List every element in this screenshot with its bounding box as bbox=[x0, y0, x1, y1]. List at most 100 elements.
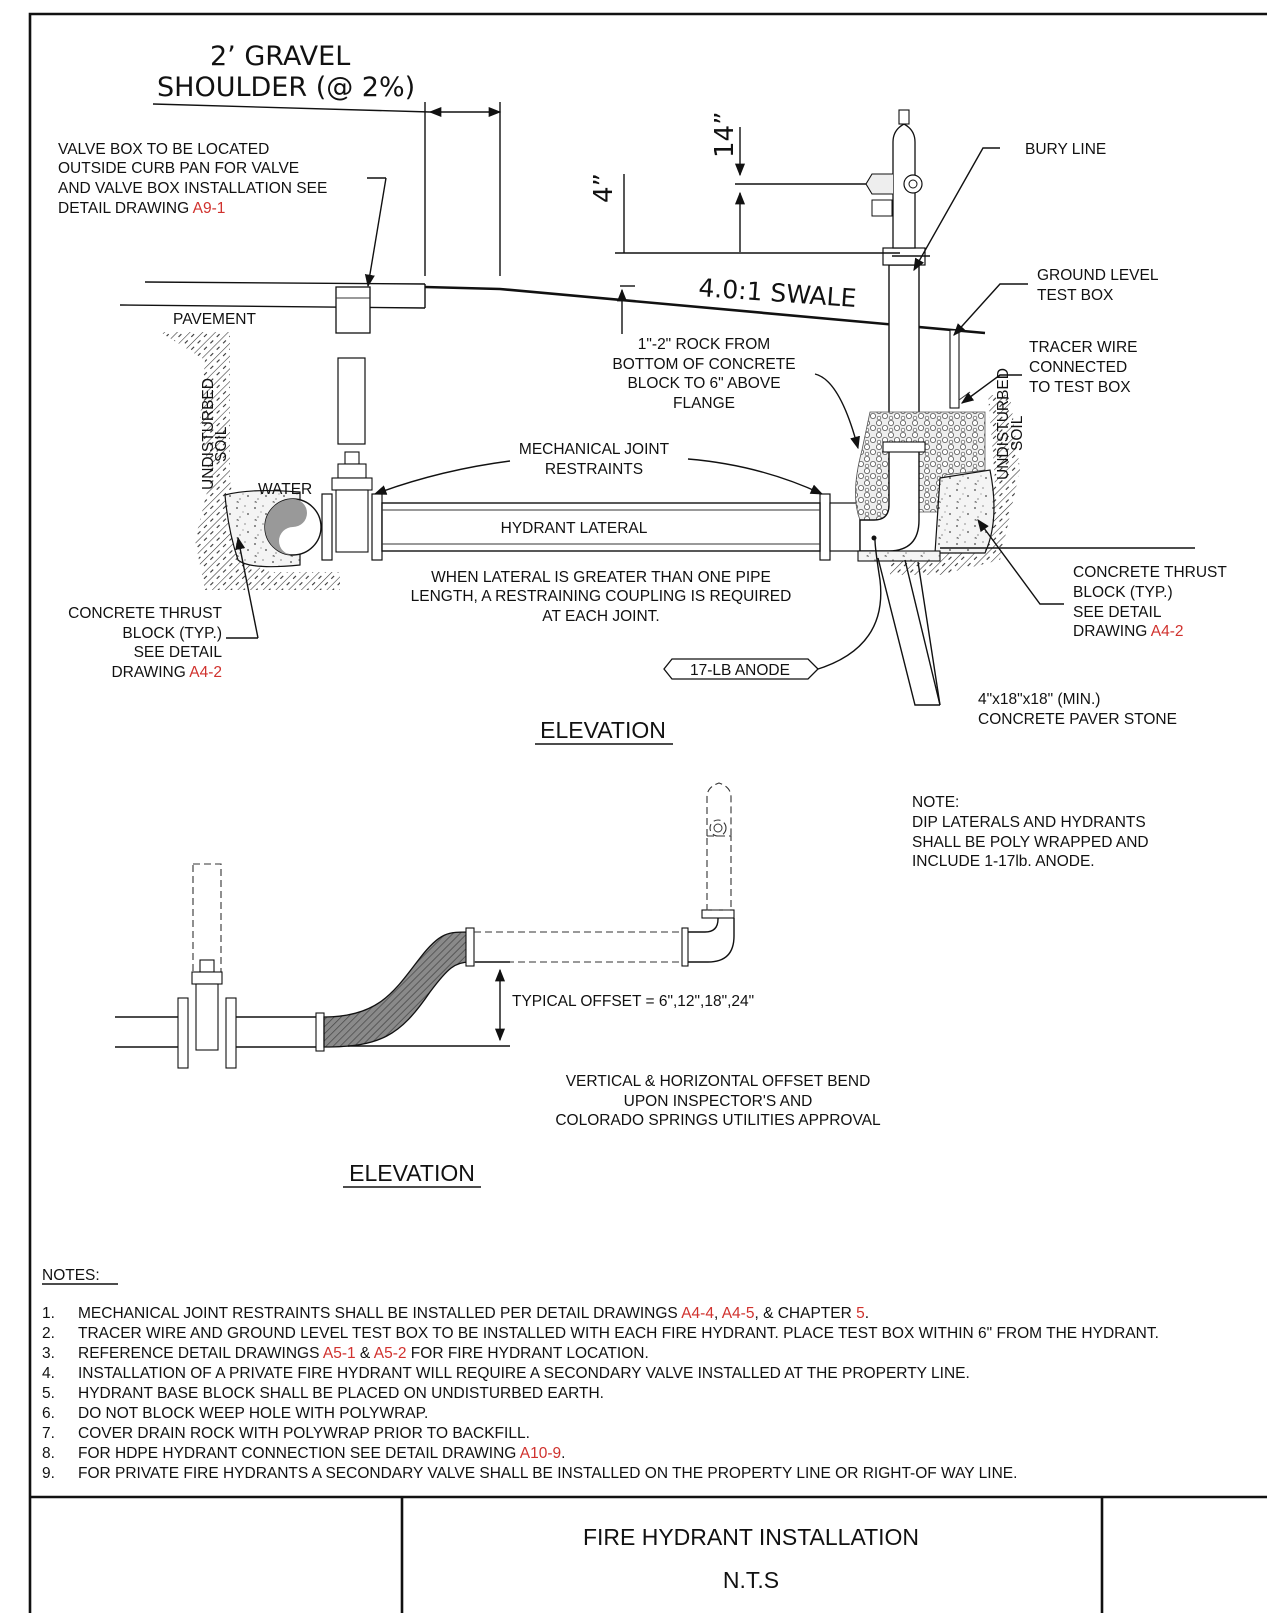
drawing-title: FIRE HYDRANT INSTALLATION bbox=[583, 1524, 919, 1550]
valve-box-note-2: OUTSIDE CURB PAN FOR VALVE bbox=[58, 160, 299, 177]
note-7: COVER DRAIN ROCK WITH POLYWRAP PRIOR TO … bbox=[78, 1425, 530, 1442]
dim-4-in: 4” bbox=[589, 173, 619, 203]
tracer-wire-label-1: TRACER WIRE bbox=[1029, 339, 1138, 356]
water-label: WATER bbox=[258, 481, 312, 498]
lateral-note-3: AT EACH JOINT. bbox=[542, 608, 659, 625]
ref-a4-4[interactable]: A4-4 bbox=[681, 1305, 714, 1322]
tracer-wire-label-3: TO TEST BOX bbox=[1029, 379, 1131, 396]
thrust-left-1: CONCRETE THRUST bbox=[68, 605, 222, 622]
valve-box-note-4: DETAIL DRAWING A9-1 bbox=[58, 200, 225, 217]
ref-chapter-5[interactable]: 5 bbox=[856, 1305, 865, 1322]
rock-note-3: BLOCK TO 6" ABOVE bbox=[627, 375, 780, 392]
mj-restraints-label-2: RESTRAINTS bbox=[545, 461, 643, 478]
gate-valve bbox=[335, 489, 369, 553]
hydrant-lateral-label: HYDRANT LATERAL bbox=[501, 520, 648, 537]
anode-connection bbox=[871, 535, 877, 541]
note-9: FOR PRIVATE FIRE HYDRANTS A SECONDARY VA… bbox=[78, 1465, 1017, 1482]
lower-elevation-title: ELEVATION bbox=[349, 1160, 475, 1186]
paver-stone bbox=[857, 550, 941, 562]
valve-riser bbox=[337, 357, 366, 445]
lateral-note-2: LENGTH, A RESTRAINING COUPLING IS REQUIR… bbox=[411, 588, 792, 605]
ref-a4-5[interactable]: A4-5 bbox=[722, 1305, 755, 1322]
ref-a5-1[interactable]: A5-1 bbox=[323, 1345, 356, 1362]
sheet-border bbox=[28, 12, 1267, 1613]
undisturbed-soil-left-label-1: UNDISTURBED bbox=[200, 378, 217, 490]
mj-restraints-label-1: MECHANICAL JOINT bbox=[519, 441, 670, 458]
undisturbed-soil-left-label-2: SOIL bbox=[213, 426, 230, 462]
note-8: FOR HDPE HYDRANT CONNECTION SEE DETAIL D… bbox=[78, 1445, 565, 1462]
note-1-number: 1. bbox=[42, 1305, 55, 1322]
paver-stone-label-1: 4"x18"x18" (MIN.) bbox=[978, 691, 1100, 708]
swale-ground-line bbox=[424, 285, 986, 335]
offset-bend bbox=[323, 931, 471, 1048]
valve-box-note-1: VALVE BOX TO BE LOCATED bbox=[58, 141, 269, 158]
ref-a4-2-left[interactable]: A4-2 bbox=[189, 664, 222, 681]
poly-note-4: INCLUDE 1-17lb. ANODE. bbox=[912, 853, 1095, 870]
note-2: TRACER WIRE AND GROUND LEVEL TEST BOX TO… bbox=[78, 1325, 1159, 1342]
thrust-right-4: DRAWING A4-2 bbox=[1073, 623, 1184, 640]
title-block bbox=[30, 1495, 1267, 1613]
note-9-number: 9. bbox=[42, 1465, 55, 1482]
bury-line-label: BURY LINE bbox=[1025, 141, 1106, 158]
tracer-wire-label-2: CONNECTED bbox=[1029, 359, 1127, 376]
poly-note-2: DIP LATERALS AND HYDRANTS bbox=[912, 814, 1146, 831]
note-4-number: 4. bbox=[42, 1365, 55, 1382]
thrust-right-1: CONCRETE THRUST bbox=[1073, 564, 1227, 581]
rock-note-1: 1"-2" ROCK FROM bbox=[638, 336, 770, 353]
valve-box-note-3: AND VALVE BOX INSTALLATION SEE bbox=[58, 180, 327, 197]
drawing-scale: N.T.S bbox=[723, 1567, 779, 1593]
typical-offset-label: TYPICAL OFFSET = 6",12",18",24" bbox=[512, 993, 754, 1010]
rock-note-2: BOTTOM OF CONCRETE bbox=[612, 356, 795, 373]
upper-elevation-drawing bbox=[119, 102, 1195, 706]
poly-note-3: SHALL BE POLY WRAPPED AND bbox=[912, 834, 1149, 851]
rock-note-4: FLANGE bbox=[673, 395, 735, 412]
note-5: HYDRANT BASE BLOCK SHALL BE PLACED ON UN… bbox=[78, 1385, 604, 1402]
offset-bend-note-2: UPON INSPECTOR'S AND bbox=[624, 1093, 813, 1110]
hydrant-lateral-pipe bbox=[381, 502, 821, 552]
poly-note-1: NOTE: bbox=[912, 794, 959, 811]
lateral-note-1: WHEN LATERAL IS GREATER THAN ONE PIPE bbox=[431, 569, 771, 586]
pavement-label: PAVEMENT bbox=[173, 311, 256, 328]
thrust-left-2: BLOCK (TYP.) bbox=[122, 625, 222, 642]
ground-level-test-box bbox=[949, 329, 960, 409]
ground-test-box-label-1: GROUND LEVEL bbox=[1037, 267, 1159, 284]
offset-bend-note-1: VERTICAL & HORIZONTAL OFFSET BEND bbox=[566, 1073, 871, 1090]
note-2-number: 2. bbox=[42, 1325, 55, 1342]
thrust-right-2: BLOCK (TYP.) bbox=[1073, 584, 1173, 601]
thrust-left-4: DRAWING A4-2 bbox=[111, 664, 222, 681]
note-8-number: 8. bbox=[42, 1445, 55, 1462]
note-4: INSTALLATION OF A PRIVATE FIRE HYDRANT W… bbox=[78, 1365, 970, 1382]
note-5-number: 5. bbox=[42, 1385, 55, 1402]
shoulder-line bbox=[152, 103, 431, 113]
offset-bend-note-3: COLORADO SPRINGS UTILITIES APPROVAL bbox=[555, 1112, 881, 1129]
upper-elevation-title: ELEVATION bbox=[540, 717, 666, 743]
gravel-shoulder-label: 2’ GRAVEL bbox=[210, 41, 350, 72]
thrust-left-3: SEE DETAIL bbox=[134, 644, 223, 661]
lower-elevation-drawing bbox=[115, 782, 735, 1069]
notes-heading: NOTES: bbox=[42, 1267, 100, 1284]
undisturbed-soil-right-label-1: UNDISTURBED bbox=[995, 368, 1012, 480]
thrust-right-3: SEE DETAIL bbox=[1073, 604, 1162, 621]
ground-test-box-label-2: TEST BOX bbox=[1037, 287, 1114, 304]
valve-box bbox=[335, 286, 371, 334]
anode-label-box bbox=[663, 658, 819, 680]
undisturbed-soil-left bbox=[160, 332, 340, 590]
anode-label: 17-LB ANODE bbox=[690, 662, 790, 679]
note-6-number: 6. bbox=[42, 1405, 55, 1422]
paver-stone-label-2: CONCRETE PAVER STONE bbox=[978, 711, 1177, 728]
note-1: MECHANICAL JOINT RESTRAINTS SHALL BE INS… bbox=[78, 1305, 869, 1322]
ref-a10-9[interactable]: A10-9 bbox=[520, 1445, 561, 1462]
notes-list: 1. MECHANICAL JOINT RESTRAINTS SHALL BE … bbox=[42, 1305, 1159, 1482]
offset-gate-valve bbox=[195, 983, 219, 1051]
note-3: REFERENCE DETAIL DRAWINGS A5-1 & A5-2 FO… bbox=[78, 1345, 649, 1362]
note-7-number: 7. bbox=[42, 1425, 55, 1442]
undisturbed-soil-right-label-2: SOIL bbox=[1009, 415, 1026, 451]
ref-a9-1[interactable]: A9-1 bbox=[193, 200, 226, 217]
ref-a4-2-right[interactable]: A4-2 bbox=[1151, 623, 1184, 640]
dim-14-in: 14” bbox=[710, 111, 740, 158]
ref-a5-2[interactable]: A5-2 bbox=[374, 1345, 407, 1362]
swale-label: 4.0:1 SWALE bbox=[698, 273, 858, 313]
thrust-block-right bbox=[934, 469, 995, 554]
